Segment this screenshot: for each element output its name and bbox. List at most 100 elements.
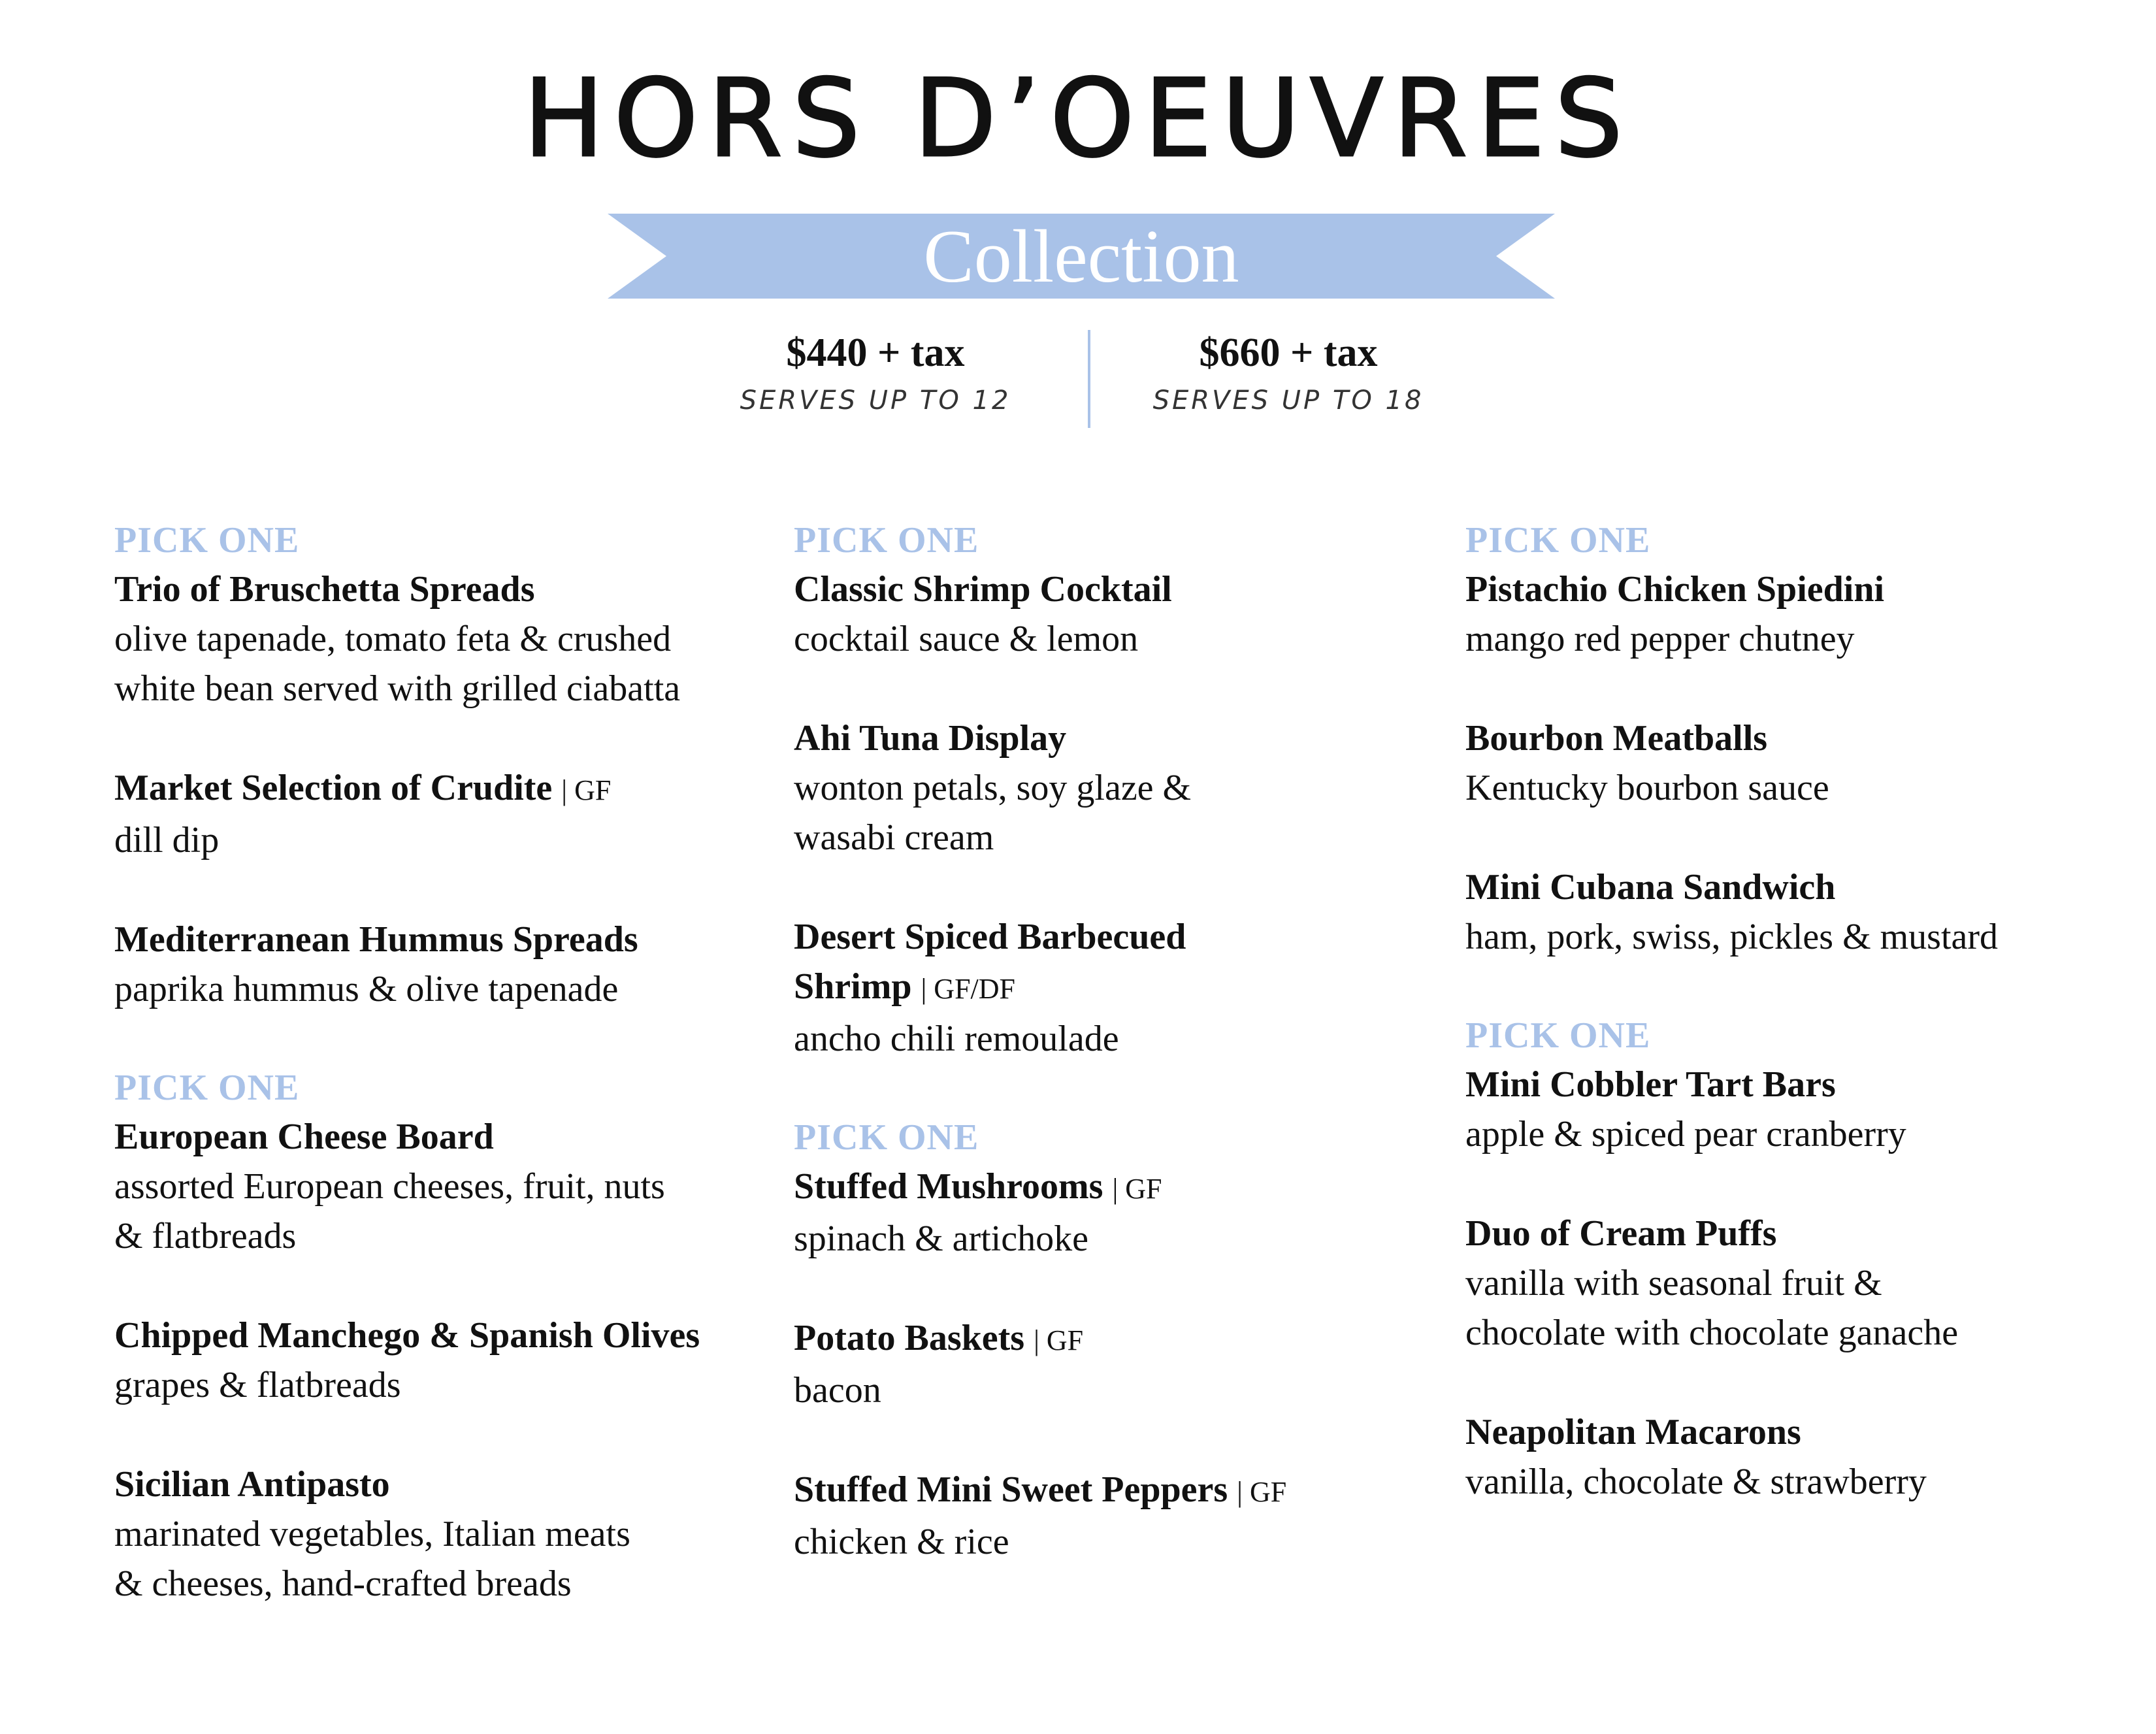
menu-item-description: spinach & artichoke — [794, 1219, 1088, 1259]
menu-item-description: & cheeses, hand-crafted breads — [114, 1563, 572, 1604]
menu-item-description: bacon — [794, 1370, 881, 1411]
menu-item-description: apple & spiced pear cranberry — [1465, 1114, 1906, 1154]
menu-item-name: Desert Spiced Barbecued Shrimp | GF/DF — [794, 912, 1277, 1014]
menu-item-description: paprika hummus & olive tapenade — [114, 969, 619, 1009]
menu-item-description: olive tapenade, tomato feta & crushed — [114, 619, 672, 659]
menu-item-title: Mini Cubana Sandwich — [1465, 867, 1836, 908]
menu-item-name: Mediterranean Hummus Spreads — [114, 915, 768, 964]
menu-item: Market Selection of Crudite | GF dill dip — [114, 763, 768, 865]
menu-item-description: ancho chili remoulade — [794, 1019, 1119, 1059]
menu-item-description: wasabi cream — [794, 817, 994, 858]
price-amount: $660 + tax — [1199, 331, 1378, 375]
menu-item: Stuffed Mini Sweet Peppers | GF chicken &… — [794, 1465, 1447, 1567]
menu-item-name: Mini Cubana Sandwich — [1465, 862, 2119, 912]
menu-item-description: chocolate with chocolate ganache — [1465, 1313, 1959, 1353]
menu-item: Classic Shrimp Cocktail cocktail sauce & … — [794, 564, 1447, 664]
menu-item-title: Bourbon Meatballs — [1465, 718, 1768, 759]
menu-item-description: wonton petals, soy glaze & — [794, 768, 1192, 808]
dietary-tag: | GF — [1237, 1476, 1287, 1508]
menu-item-title: Potato Baskets — [794, 1318, 1025, 1358]
menu-item: Mediterranean Hummus Spreads paprika humm… — [114, 915, 768, 1014]
menu-item-name: European Cheese Board — [114, 1112, 768, 1162]
menu-item-name: Neapolitan Macarons — [1465, 1407, 2119, 1457]
menu-item-name: Duo of Cream Puffs — [1465, 1209, 2119, 1258]
menu-column-1: PICK ONE Trio of Bruschetta Spreads olive … — [114, 516, 768, 1609]
menu-item-title: Duo of Cream Puffs — [1465, 1213, 1777, 1254]
menu-item-name: Sicilian Antipasto — [114, 1460, 768, 1509]
menu-item: Duo of Cream Puffs vanilla with seasonal … — [1465, 1209, 2119, 1358]
menu-item-title: Pistachio Chicken Spiedini — [1465, 569, 1885, 610]
menu-item-title: Desert Spiced Barbecued Shrimp — [794, 917, 1186, 1007]
menu-item: Trio of Bruschetta Spreads olive tapenade… — [114, 564, 768, 713]
menu-item-title: Sicilian Antipasto — [114, 1464, 390, 1505]
menu-item-description: cocktail sauce & lemon — [794, 619, 1139, 659]
menu-item-name: Stuffed Mushrooms | GF — [794, 1162, 1447, 1214]
menu-item-name: Chipped Manchego & Spanish Olives — [114, 1311, 702, 1360]
menu-item-description: white bean served with grilled ciabatta — [114, 668, 681, 709]
menu-item-title: Trio of Bruschetta Spreads — [114, 569, 535, 610]
pick-one-label: PICK ONE — [794, 1117, 979, 1158]
pick-one-group: PICK ONE Trio of Bruschetta Spreads olive … — [114, 516, 768, 1014]
menu-item-title: Market Selection of Crudite — [114, 768, 553, 808]
menu-item: Sicilian Antipasto marinated vegetables, … — [114, 1460, 768, 1609]
menu-item-description: chicken & rice — [794, 1522, 1009, 1562]
pick-one-label: PICK ONE — [114, 520, 300, 561]
menu-item: Ahi Tuna Display wonton petals, soy glaze… — [794, 713, 1447, 862]
menu-item-description: vanilla with seasonal fruit & — [1465, 1263, 1882, 1303]
ribbon-banner-shape — [608, 214, 1555, 299]
menu-item-title: Mediterranean Hummus Spreads — [114, 919, 638, 960]
price-serves: SERVES UP TO 18 — [1152, 385, 1424, 416]
menu-item-name: Potato Baskets | GF — [794, 1313, 1447, 1366]
price-amount: $440 + tax — [786, 331, 965, 375]
menu-item-name: Market Selection of Crudite | GF — [114, 763, 768, 815]
pick-one-label: PICK ONE — [1465, 1015, 1651, 1056]
menu-item-title: Neapolitan Macarons — [1465, 1412, 1801, 1452]
menu-item-description: assorted European cheeses, fruit, nuts — [114, 1166, 665, 1207]
dietary-tag: | GF/DF — [921, 973, 1016, 1005]
dietary-tag: | GF — [561, 774, 612, 806]
menu-item-name: Stuffed Mini Sweet Peppers | GF — [794, 1465, 1447, 1517]
price-option-small: $440 + tax SERVES UP TO 12 — [706, 325, 1045, 418]
menu-item-name: Trio of Bruschetta Spreads — [114, 564, 768, 614]
menu-item-description: marinated vegetables, Italian meats — [114, 1514, 630, 1554]
price-option-large: $660 + tax SERVES UP TO 18 — [1119, 325, 1458, 418]
page-title: HORS D’OEUVRES — [523, 56, 1633, 181]
pick-one-group: PICK ONE Mini Cobbler Tart Bars apple & sp… — [1465, 1011, 2119, 1507]
menu-item-name: Ahi Tuna Display — [794, 713, 1447, 763]
menu-column-2: PICK ONE Classic Shrimp Cocktail cocktail … — [794, 516, 1447, 1567]
menu-item-title: Ahi Tuna Display — [794, 718, 1067, 759]
menu-item-description: & flatbreads — [114, 1216, 297, 1256]
menu-item-title: Mini Cobbler Tart Bars — [1465, 1064, 1836, 1105]
menu-item-description: dill dip — [114, 820, 220, 860]
menu-item: Stuffed Mushrooms | GF spinach & artichok… — [794, 1162, 1447, 1264]
menu-item: Mini Cobbler Tart Bars apple & spiced pea… — [1465, 1060, 2119, 1159]
price-serves: SERVES UP TO 12 — [740, 385, 1011, 416]
pick-one-label: PICK ONE — [1465, 520, 1651, 561]
dietary-tag: | GF — [1034, 1324, 1084, 1356]
menu-item-name: Pistachio Chicken Spiedini — [1465, 564, 2119, 614]
menu-item-description: grapes & flatbreads — [114, 1365, 401, 1405]
collection-ribbon: Collection — [608, 214, 1555, 299]
menu-item-description: Kentucky bourbon sauce — [1465, 768, 1829, 808]
menu-item: Desert Spiced Barbecued Shrimp | GF/DF an… — [794, 912, 1447, 1064]
dietary-tag: | GF — [1112, 1173, 1162, 1205]
menu-item-title: Stuffed Mushrooms — [794, 1166, 1103, 1207]
pick-one-label: PICK ONE — [114, 1068, 300, 1108]
menu-item-name: Bourbon Meatballs — [1465, 713, 2119, 763]
ribbon-label: Collection — [923, 215, 1239, 299]
menu-item-name: Classic Shrimp Cocktail — [794, 564, 1447, 614]
menu-item-title: Stuffed Mini Sweet Peppers — [794, 1469, 1228, 1510]
menu-item-title: Classic Shrimp Cocktail — [794, 569, 1172, 610]
menu-item-name: Mini Cobbler Tart Bars — [1465, 1060, 2119, 1109]
